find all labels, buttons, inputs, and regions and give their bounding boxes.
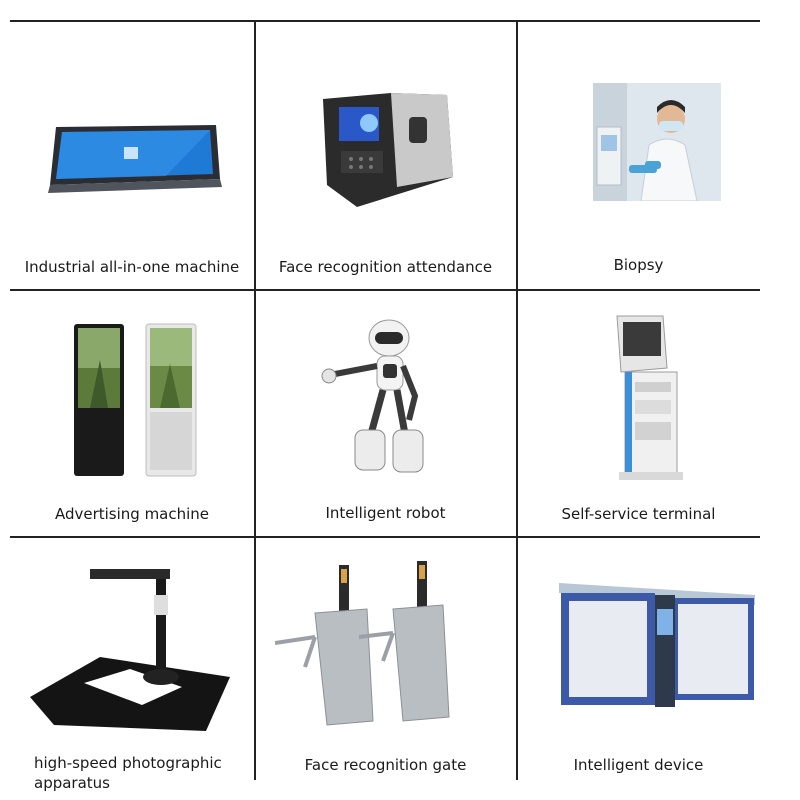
lab-technician-photo-icon — [593, 83, 721, 201]
grid-line-col1 — [254, 20, 256, 780]
cell-biopsy: Biopsy — [517, 21, 760, 289]
cell-face-gate: Face recognition gate — [255, 537, 516, 780]
cell-label: Advertising machine — [54, 505, 210, 523]
cell-label: Intelligent device — [573, 756, 704, 774]
grid-line-top — [10, 20, 760, 22]
cell-document-camera: high-speed photographic apparatus — [10, 537, 254, 792]
cell-face-attendance: Face recognition attendance — [255, 21, 516, 289]
cell-label: Face recognition attendance — [278, 258, 493, 276]
smart-locker-icon — [559, 583, 755, 707]
industrial-panel-pc-icon — [48, 125, 222, 193]
grid-line-row2 — [10, 536, 760, 538]
turnstile-gate-icon — [275, 561, 450, 726]
document-camera-icon — [30, 569, 230, 731]
cell-label: Industrial all-in-one machine — [24, 258, 240, 276]
face-attendance-terminal-icon — [323, 93, 453, 207]
self-service-kiosk-icon — [616, 315, 683, 480]
humanoid-robot-icon — [321, 319, 424, 473]
cell-intelligent-robot: Intelligent robot — [255, 290, 516, 536]
cell-label: high-speed photographic apparatus — [34, 754, 222, 792]
cell-industrial-machine: Industrial all-in-one machine — [10, 21, 254, 289]
cell-advertising-machine: Advertising machine — [10, 290, 254, 536]
grid-line-row1 — [10, 289, 760, 291]
cell-self-service-terminal: Self-service terminal — [517, 290, 760, 536]
cell-label: Self-service terminal — [561, 505, 716, 523]
grid-line-col2 — [516, 20, 518, 780]
cell-label: Biopsy — [613, 256, 664, 274]
cell-intelligent-device: Intelligent device — [517, 537, 760, 780]
digital-signage-kiosk-icon — [74, 323, 197, 477]
cell-label: Face recognition gate — [304, 756, 467, 774]
cell-label: Intelligent robot — [325, 504, 446, 522]
